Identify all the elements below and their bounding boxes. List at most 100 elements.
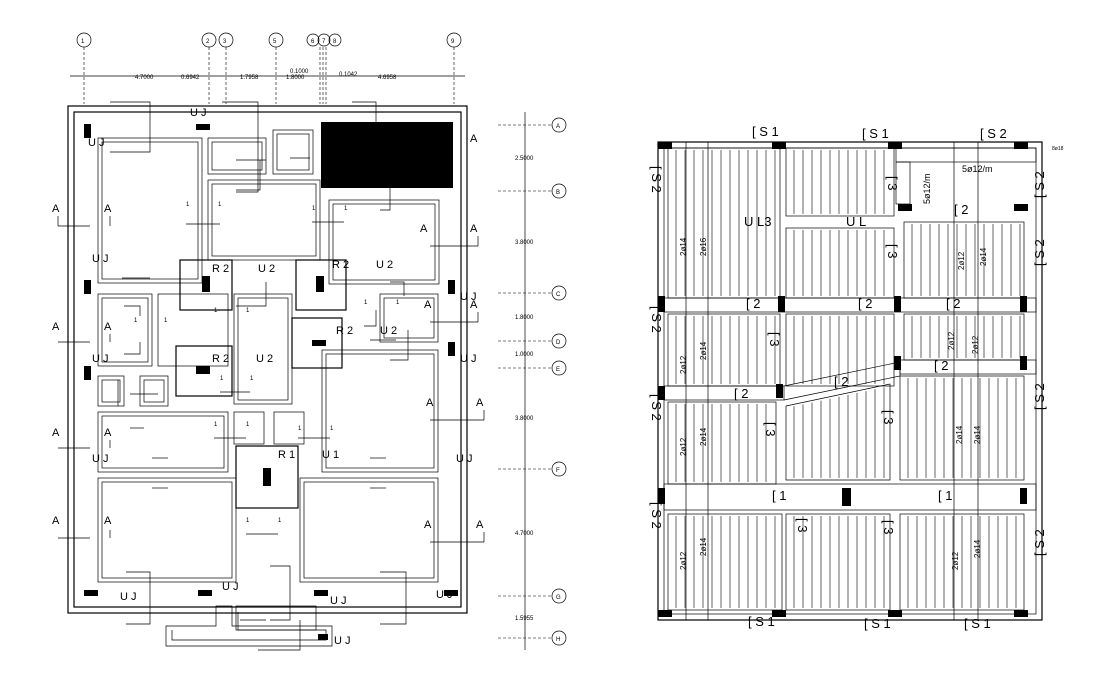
- label-rebar: 2ø12: [679, 437, 688, 456]
- label-s2-vertical: [ S 2: [649, 394, 664, 421]
- label-rebar: 2ø12: [679, 551, 688, 570]
- label-1: 1: [246, 518, 250, 524]
- label-s2-vertical: [ S 2: [1032, 239, 1047, 266]
- label-1: 1: [250, 376, 254, 382]
- label-rebar: 2ø12: [947, 331, 956, 350]
- label-s2: [ S 2: [980, 126, 1007, 141]
- label-s2-vertical: [ S 2: [1032, 529, 1047, 556]
- dim-side-3800a: 3.8000: [515, 240, 534, 246]
- plan-labels: A A A A A A A A A A A A A A A A A A A U …: [52, 107, 484, 647]
- grid-letter-d: D: [556, 340, 561, 346]
- label-s1: [ S 1: [862, 126, 889, 141]
- label-rebar: 2ø14: [679, 237, 688, 256]
- label-a: A: [426, 397, 434, 409]
- grid-number-8: 8: [333, 39, 337, 45]
- label-s1: [ S 1: [964, 616, 991, 631]
- label-s1: [ S 1: [748, 614, 775, 629]
- label-uj: U J: [330, 595, 347, 607]
- label-beam-2: [ 2: [746, 296, 760, 311]
- grid-number-3: 3: [223, 39, 227, 45]
- slab-panels: [667, 147, 1025, 611]
- label-ul3: U L3: [744, 214, 771, 229]
- label-s2-vertical: [ S 2: [1032, 171, 1047, 198]
- label-uj: U J: [190, 107, 207, 119]
- label-1: 1: [218, 202, 222, 208]
- label-uj: U J: [92, 353, 109, 365]
- label-uj: U J: [460, 291, 477, 303]
- label-uj: U J: [334, 635, 351, 647]
- label-r2: R 2: [212, 353, 229, 365]
- label-rebar: 2ø12: [951, 551, 960, 570]
- grid-number-7: 7: [322, 39, 326, 45]
- label-uj: U J: [92, 253, 109, 265]
- label-1: 1: [220, 376, 224, 382]
- label-uj: U J: [456, 453, 473, 465]
- label-a: A: [424, 299, 432, 311]
- grid-bubbles-right: A B C D E F G H 2.5000 3.8000 1.8000 1.0…: [498, 112, 567, 650]
- label-a: A: [52, 515, 60, 527]
- grid-number-1: 1: [81, 39, 85, 45]
- label-beam-2: [ 2: [834, 374, 848, 389]
- label-u2: U 2: [258, 263, 275, 275]
- label-beam-3: [ 3: [881, 520, 896, 534]
- dim-side-2500: 2.5000: [515, 156, 534, 162]
- outer-walls: [67, 105, 468, 614]
- label-rebar: 2ø14: [955, 425, 964, 444]
- label-1: 1: [364, 300, 368, 306]
- label-rebar: 2ø14: [699, 537, 708, 556]
- label-a: A: [104, 203, 112, 215]
- top-dimension-line: 4.7000 0.6942 1.7958 1.8000 0.1000 0.104…: [70, 69, 465, 81]
- label-mesh-vertical: 5ø12/m: [922, 173, 932, 204]
- label-a: A: [348, 133, 356, 145]
- label-1: 1: [344, 206, 348, 212]
- grid-letter-g: G: [556, 595, 561, 601]
- label-a: A: [52, 321, 60, 333]
- grid-number-2: 2: [206, 39, 210, 45]
- label-1: 1: [164, 318, 168, 324]
- wall-columns: [84, 124, 458, 640]
- dim-4700: 4.7000: [135, 75, 154, 81]
- label-s1: [ S 1: [864, 616, 891, 631]
- grid-bubbles-top: 1 2 3 5 6 7 8 9: [76, 32, 462, 104]
- label-s1: [ S 1: [752, 124, 779, 139]
- label-beam-3: [ 3: [885, 176, 900, 190]
- label-a: A: [476, 397, 484, 409]
- label-a: A: [52, 427, 60, 439]
- dim-0104: 0.1042: [339, 72, 358, 78]
- dim-0100: 0.1000: [290, 69, 309, 75]
- label-1: 1: [246, 422, 250, 428]
- label-1: 1: [396, 300, 400, 306]
- label-small-rebar: 8ø18: [1052, 146, 1064, 152]
- label-mesh: 5ø12/m: [962, 164, 993, 174]
- grid-number-6: 6: [311, 39, 315, 45]
- label-1: 1: [214, 308, 218, 314]
- dim-side-1595: 1.5955: [515, 616, 534, 622]
- label-rebar: 2ø14: [973, 539, 982, 558]
- rooms: [97, 129, 440, 647]
- dim-4695: 4.6958: [378, 75, 397, 81]
- label-a: A: [420, 223, 428, 235]
- label-1: 1: [312, 206, 316, 212]
- grid-number-5: 5: [273, 39, 277, 45]
- grid-letter-b: B: [556, 190, 560, 196]
- label-a: A: [104, 321, 112, 333]
- label-r2: R 2: [336, 325, 353, 337]
- dim-side-1800: 1.8000: [515, 315, 534, 321]
- label-a: A: [470, 133, 478, 145]
- dim-1800: 1.8000: [286, 75, 305, 81]
- label-rebar: 2ø14: [699, 427, 708, 446]
- grid-letter-c: C: [556, 292, 561, 298]
- label-1: 1: [246, 308, 250, 314]
- label-u2: U 2: [380, 325, 397, 337]
- label-r2: R 2: [332, 259, 349, 271]
- label-u2: U 2: [256, 353, 273, 365]
- label-a: A: [52, 203, 60, 215]
- label-beam-1: [ 1: [938, 488, 952, 503]
- label-1: 1: [134, 318, 138, 324]
- dim-side-3800b: 3.8000: [515, 416, 534, 422]
- label-1: 1: [186, 202, 190, 208]
- label-a: A: [470, 299, 478, 311]
- foundation-plan: 1 2 3 5 6 7 8 9 4.7000 0.6942 1.7958 1.8…: [52, 32, 567, 651]
- label-rebar: 2ø12: [971, 335, 980, 354]
- label-uj: U J: [88, 137, 105, 149]
